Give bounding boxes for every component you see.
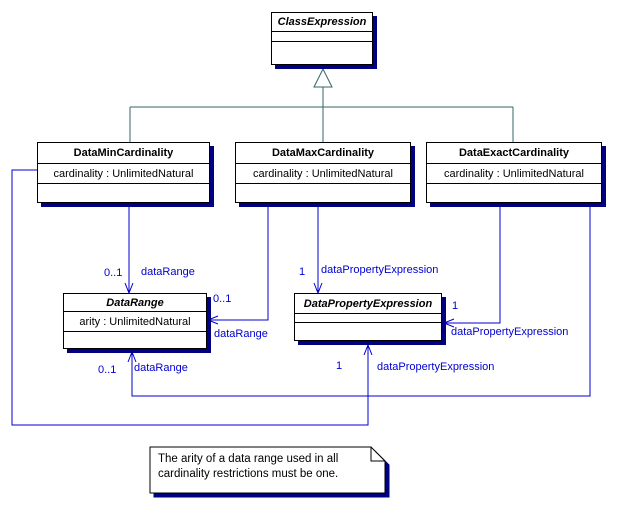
- attributes-compartment: cardinality : UnlimitedNatural: [427, 164, 601, 184]
- role-label: dataRange: [214, 328, 268, 340]
- class-name: DataRange: [64, 294, 206, 312]
- note-line: The arity of a data range used in all: [158, 453, 339, 465]
- operations-compartment: [272, 42, 372, 64]
- class-name: DataPropertyExpression: [295, 294, 441, 314]
- note-fold-icon: [370, 447, 385, 462]
- attribute-cardinality: cardinality : UnlimitedNatural: [53, 167, 194, 180]
- role-label: dataPropertyExpression: [377, 361, 495, 373]
- multiplicity-label: 0..1: [98, 364, 117, 376]
- multiplicity-label: 0..1: [213, 293, 232, 305]
- attributes-compartment: [295, 314, 441, 323]
- attributes-compartment: [272, 32, 372, 42]
- attribute-arity: arity : UnlimitedNatural: [79, 315, 191, 328]
- operations-compartment: [38, 184, 209, 202]
- class-datamaxcardinality[interactable]: DataMaxCardinality cardinality : Unlimit…: [235, 142, 411, 203]
- attribute-cardinality: cardinality : UnlimitedNatural: [444, 167, 584, 180]
- multiplicity-label: 0..1: [104, 267, 123, 279]
- class-datamincardinality[interactable]: DataMinCardinality cardinality : Unlimit…: [37, 142, 210, 203]
- class-datarange[interactable]: DataRange arity : UnlimitedNatural: [63, 293, 207, 349]
- attributes-compartment: arity : UnlimitedNatural: [64, 312, 206, 332]
- attributes-compartment: cardinality : UnlimitedNatural: [38, 164, 209, 184]
- role-label: dataRange: [141, 266, 195, 278]
- generalization-triangle-icon: [313, 67, 333, 88]
- operations-compartment: [64, 332, 206, 348]
- operations-compartment: [295, 323, 441, 340]
- arrowhead-left-icon: [206, 315, 219, 325]
- arrowhead-down-icon: [313, 282, 323, 295]
- multiplicity-label: 1: [336, 360, 343, 372]
- arrowhead-down-icon: [124, 282, 134, 295]
- multiplicity-label: 1: [452, 300, 459, 312]
- role-label: dataPropertyExpression: [321, 264, 439, 276]
- operations-compartment: [236, 184, 410, 202]
- class-datapropertyexpression[interactable]: DataPropertyExpression: [294, 293, 442, 341]
- class-name: DataMinCardinality: [38, 143, 209, 164]
- note-line: cardinality restrictions must be one.: [158, 468, 339, 480]
- class-name: DataMaxCardinality: [236, 143, 410, 164]
- attributes-compartment: cardinality : UnlimitedNatural: [236, 164, 410, 184]
- uml-note[interactable]: The arity of a data range used in all ca…: [158, 452, 338, 482]
- arrowhead-up-icon: [363, 343, 373, 356]
- class-name: ClassExpression: [272, 13, 372, 32]
- role-label: dataPropertyExpression: [451, 326, 569, 338]
- operations-compartment: [427, 184, 601, 202]
- generalization-lines: [129, 87, 514, 142]
- class-name: DataExactCardinality: [427, 143, 601, 164]
- class-classexpression[interactable]: ClassExpression: [271, 12, 373, 65]
- multiplicity-label: 1: [299, 266, 306, 278]
- arrowhead-up-icon: [127, 350, 137, 363]
- attribute-cardinality: cardinality : UnlimitedNatural: [253, 167, 393, 180]
- role-label: dataRange: [134, 362, 188, 374]
- class-dataexactcardinality[interactable]: DataExactCardinality cardinality : Unlim…: [426, 142, 602, 203]
